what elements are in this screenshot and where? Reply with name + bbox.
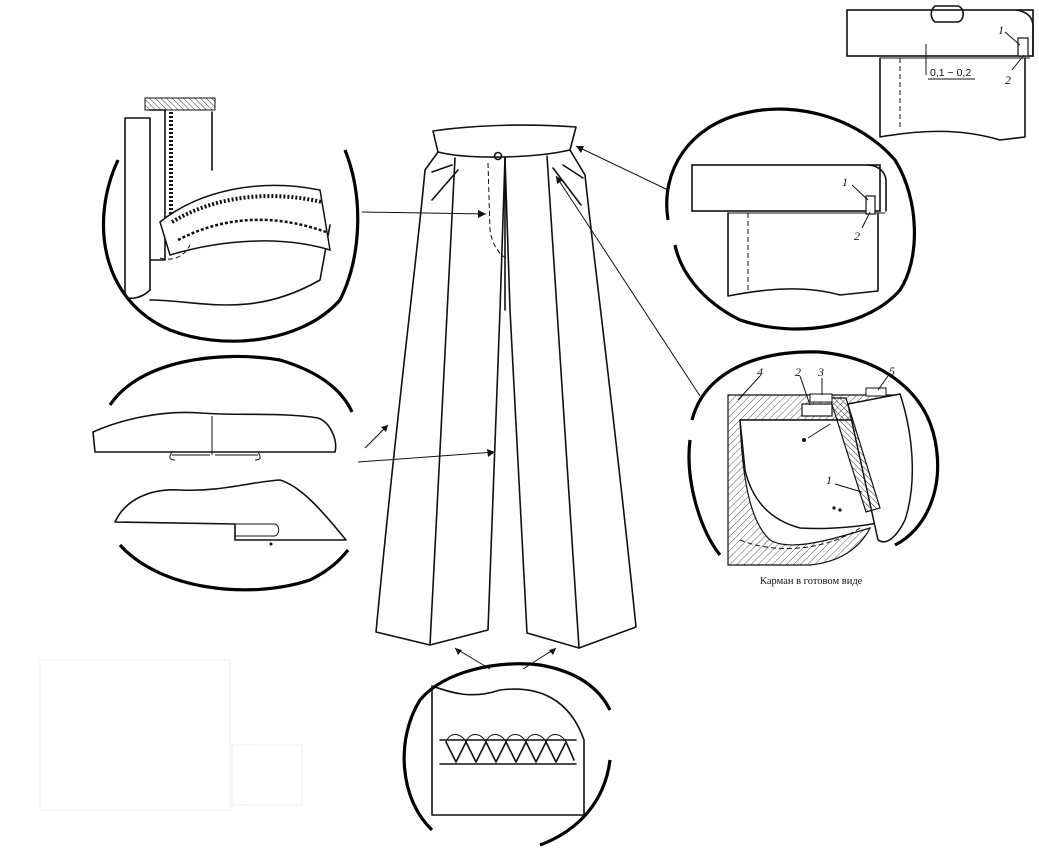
detail-circle-bottom bbox=[402, 662, 612, 832]
pocket-opening-band bbox=[829, 397, 881, 513]
arrowhead-side-seam bbox=[487, 449, 495, 457]
leader-2 bbox=[1011, 54, 1025, 71]
pocket-dot-3 bbox=[838, 508, 842, 512]
arrow-to-side-seam-left bbox=[357, 451, 496, 463]
arrowhead-waistband bbox=[576, 146, 584, 153]
arrowhead-left-leg bbox=[381, 425, 388, 432]
zipper-stitch-curve bbox=[177, 218, 327, 242]
detail-circle-left-middle-bottom bbox=[118, 543, 350, 592]
inner-edge-dashed bbox=[159, 244, 191, 260]
arrow-to-fly bbox=[361, 211, 487, 215]
arrowhead-right-hem bbox=[549, 648, 556, 655]
seam-allowance-lower bbox=[114, 479, 347, 541]
detail-circle-right-upper bbox=[665, 107, 916, 331]
callout-1-top-right: 1 bbox=[998, 23, 1004, 37]
right-crease bbox=[546, 155, 580, 649]
waistband-piece bbox=[144, 97, 216, 111]
pocket-detail: 4 2 3 5 1 Карман в готовом виде bbox=[687, 350, 940, 587]
arrow-to-left-hem bbox=[454, 647, 491, 670]
arrowhead-left-hem bbox=[455, 648, 462, 655]
waistband-fold-circle bbox=[867, 164, 887, 212]
scan-residue bbox=[39, 659, 303, 811]
pocket-bottom-curve bbox=[739, 527, 861, 549]
lining-panel bbox=[879, 57, 1026, 141]
callout-1-circle: 1 bbox=[842, 175, 848, 189]
right-leg-outline bbox=[504, 149, 637, 649]
hem-detail bbox=[402, 662, 612, 847]
leader-pocket-1 bbox=[834, 483, 863, 493]
callout-4-pocket: 4 bbox=[757, 365, 763, 379]
fly-facing bbox=[149, 109, 166, 261]
pocket-dot-2 bbox=[832, 506, 836, 510]
fly-panel bbox=[124, 117, 151, 300]
arrowhead-fly bbox=[478, 210, 486, 218]
waistband bbox=[432, 124, 577, 158]
blind-stitch bbox=[445, 741, 575, 763]
callout-1-pocket: 1 bbox=[826, 473, 832, 487]
seam-allowance-top bbox=[930, 5, 965, 23]
seam-allowance-upper bbox=[92, 411, 337, 453]
pocket-facing bbox=[847, 393, 914, 543]
arrowhead-pocket bbox=[556, 176, 563, 184]
zipper-teeth-curve bbox=[170, 194, 323, 224]
leader-1-circle bbox=[851, 184, 869, 201]
waistband-section-top-right: 0,1 − 0,2 1 2 bbox=[846, 5, 1034, 141]
blind-stitch-loops bbox=[445, 734, 567, 743]
leader-pocket-bag bbox=[807, 423, 831, 439]
piping-circle bbox=[865, 195, 876, 215]
callout-2-top-right: 2 bbox=[1005, 73, 1011, 87]
lining-panel-circle bbox=[727, 212, 879, 297]
detail-circle-pocket bbox=[690, 350, 940, 547]
fly-stitching bbox=[487, 162, 507, 259]
seam-dot bbox=[269, 542, 273, 546]
trouser-front-panel bbox=[149, 111, 331, 306]
waistband-block-circle bbox=[691, 164, 881, 212]
arrow-to-waistband bbox=[575, 145, 669, 191]
waistband-fold-right bbox=[1015, 9, 1034, 57]
leader-pocket-4 bbox=[737, 375, 761, 401]
leader-pocket-2 bbox=[799, 375, 811, 406]
detail-circle-top-left bbox=[101, 149, 360, 343]
piping bbox=[1017, 37, 1029, 57]
dimension-label: 0,1 − 0,2 bbox=[930, 67, 971, 79]
callout-2-circle: 2 bbox=[854, 229, 860, 243]
detail-circle-left-middle bbox=[108, 354, 354, 413]
side-seam-detail bbox=[92, 354, 354, 592]
callout-2-pocket: 2 bbox=[795, 365, 801, 379]
left-crease bbox=[429, 157, 456, 646]
waistband-seam-detail: 1 2 bbox=[665, 107, 916, 331]
seam-pressed-open bbox=[169, 451, 261, 461]
leader-1 bbox=[1004, 31, 1021, 46]
seam-folded bbox=[235, 523, 280, 537]
pocket-tab-3 bbox=[809, 393, 833, 403]
detail-circle-bottom-right bbox=[539, 759, 612, 847]
pocket-dot-1 bbox=[802, 438, 806, 442]
waistband-button bbox=[493, 151, 503, 161]
fly-zipper-detail bbox=[101, 97, 360, 343]
left-pocket-slant bbox=[431, 164, 459, 201]
callout-5-pocket: 5 bbox=[889, 364, 895, 378]
waistband-block bbox=[846, 9, 1034, 57]
pocket-caption: Карман в готовом виде bbox=[760, 576, 863, 587]
pocket-tab-5 bbox=[865, 387, 887, 397]
arrow-to-pocket bbox=[555, 175, 701, 397]
callout-3-pocket: 3 bbox=[817, 365, 824, 379]
hem-fabric bbox=[431, 685, 585, 816]
leader-pocket-5 bbox=[877, 375, 889, 391]
pocket-tab-2 bbox=[801, 403, 833, 417]
left-leg-outline bbox=[375, 151, 506, 646]
right-pocket-slant bbox=[552, 164, 584, 206]
detail-circle-pocket-left bbox=[687, 439, 722, 556]
leader-2-circle bbox=[861, 211, 871, 229]
trousers-front-view bbox=[375, 124, 637, 649]
